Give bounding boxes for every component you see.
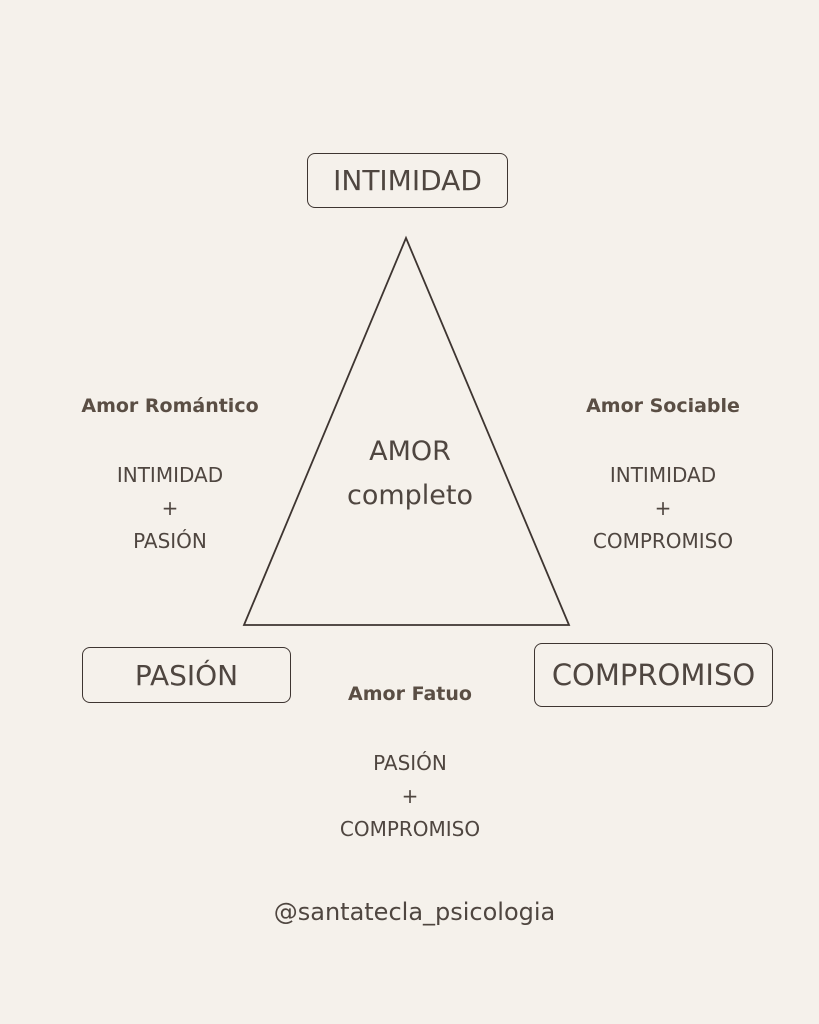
center-label-amor: AMOR [369, 436, 451, 467]
combo-plus: + [161, 496, 179, 520]
combo-title: Amor Romántico [81, 395, 259, 417]
combo-plus: + [654, 496, 672, 520]
footer-handle: @santatecla_psicologia [273, 898, 556, 926]
vertex-intimidad-label: INTIMIDAD [333, 164, 482, 197]
combo-component-a: INTIMIDAD [116, 463, 224, 487]
triangle-shape [242, 235, 571, 626]
combo-title: Amor Fatuo [348, 683, 472, 705]
combo-component-b: COMPROMISO [592, 529, 734, 553]
vertex-intimidad-box: INTIMIDAD [307, 153, 508, 208]
combo-amor-romantico: Amor Romántico INTIMIDAD + PASIÓN [50, 393, 290, 558]
combo-amor-sociable: Amor Sociable INTIMIDAD + COMPROMISO [543, 393, 783, 558]
combo-component-b: COMPROMISO [339, 817, 481, 841]
combo-amor-fatuo: Amor Fatuo PASIÓN + COMPROMISO [290, 681, 530, 846]
vertex-compromiso-box: COMPROMISO [534, 643, 773, 707]
combo-title: Amor Sociable [586, 395, 740, 417]
combo-component-a: PASIÓN [373, 751, 447, 775]
vertex-pasion-box: PASIÓN [82, 647, 291, 703]
center-label-completo: completo [346, 480, 474, 511]
vertex-compromiso-label: COMPROMISO [551, 658, 756, 692]
vertex-pasion-label: PASIÓN [134, 658, 239, 692]
combo-component-b: PASIÓN [133, 529, 207, 553]
combo-plus: + [401, 784, 419, 808]
combo-component-a: INTIMIDAD [609, 463, 717, 487]
